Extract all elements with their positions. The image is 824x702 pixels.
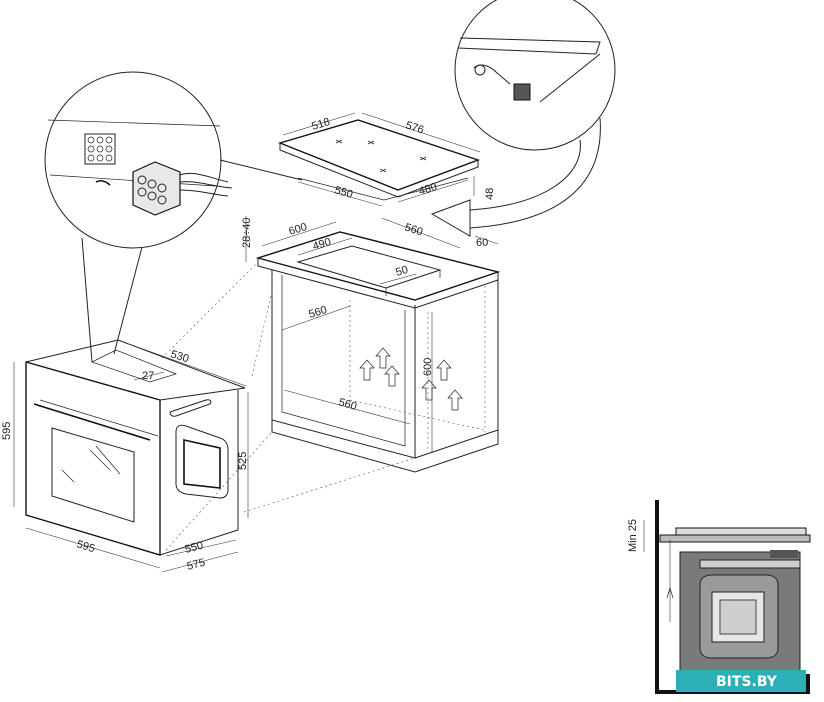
clearance-back-label: 60 — [476, 237, 488, 249]
oven-depth-total-label: 575 — [186, 557, 207, 573]
hob-cut-depth-label: 480 — [417, 181, 438, 198]
hob-height-label: 48 — [484, 188, 496, 200]
arrow-icon — [95, 179, 111, 186]
plug-icon — [132, 161, 233, 216]
cable-magnifier — [430, 0, 616, 237]
hob-cut-width-label: 550 — [333, 184, 354, 201]
watermark-bar — [676, 670, 806, 692]
projection-lines — [161, 261, 416, 551]
oven-panel-label: 27 — [142, 370, 154, 382]
gap-label: 50 — [394, 264, 409, 279]
terminal-block-icon — [84, 133, 116, 165]
hob: 518 576 550 480 48 560 — [277, 112, 496, 249]
cabinet-depth-label: 600 — [287, 221, 308, 238]
oven-width-label: 595 — [75, 538, 96, 555]
oven-depth-label: 530 — [169, 348, 190, 365]
connector-magnifier — [44, 71, 303, 363]
watermark: BITS.BY — [716, 674, 778, 690]
niche-width-top-label: 560 — [307, 304, 328, 321]
airflow-arrow-icon — [359, 347, 463, 411]
hob-depth-label: 518 — [310, 116, 331, 133]
niche-height-label: 600 — [422, 358, 434, 376]
cabinet: 28÷40 600 490 60 50 560 600 560 — [241, 216, 501, 473]
hob-width-label: 576 — [404, 119, 425, 136]
min-gap-label: Min 25 — [627, 519, 639, 552]
niche-width-label: 560 — [337, 396, 358, 413]
top-thickness-label: 28÷40 — [241, 217, 253, 248]
cabinet-inner-label: 490 — [311, 236, 332, 253]
section-detail: Min 25 BITS.BY — [627, 500, 811, 694]
oven-depth-body-label: 550 — [184, 540, 205, 556]
oven-height-label: 595 — [1, 422, 13, 440]
hob-min-front-label: 560 — [403, 221, 424, 238]
oven-body-height-label: 525 — [237, 452, 249, 470]
oven: 595 530 27 525 595 550 575 — [1, 339, 249, 573]
big-arrow-icon — [430, 199, 471, 237]
